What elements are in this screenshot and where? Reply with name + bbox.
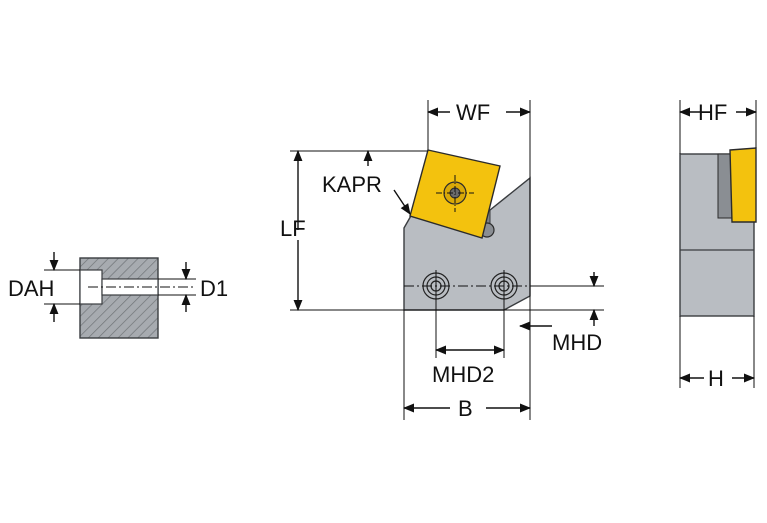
kapr-label: KAPR (322, 172, 382, 197)
d1-label: D1 (200, 276, 228, 301)
front-view: LF KAPR WF MHD MHD2 B (280, 100, 604, 421)
mhd-label: MHD (552, 330, 602, 355)
hf-label: HF (698, 100, 727, 125)
dah-label: DAH (8, 276, 54, 301)
side-insert (729, 147, 757, 223)
side-view: HF H (678, 100, 758, 391)
h-label: H (708, 366, 724, 391)
section-view: DAH D1 (8, 252, 228, 339)
lf-label: LF (280, 216, 306, 241)
wf-label: WF (456, 100, 490, 125)
mhd2-label: MHD2 (432, 362, 494, 387)
kapr-leader (393, 189, 411, 215)
b-label: B (458, 396, 473, 421)
